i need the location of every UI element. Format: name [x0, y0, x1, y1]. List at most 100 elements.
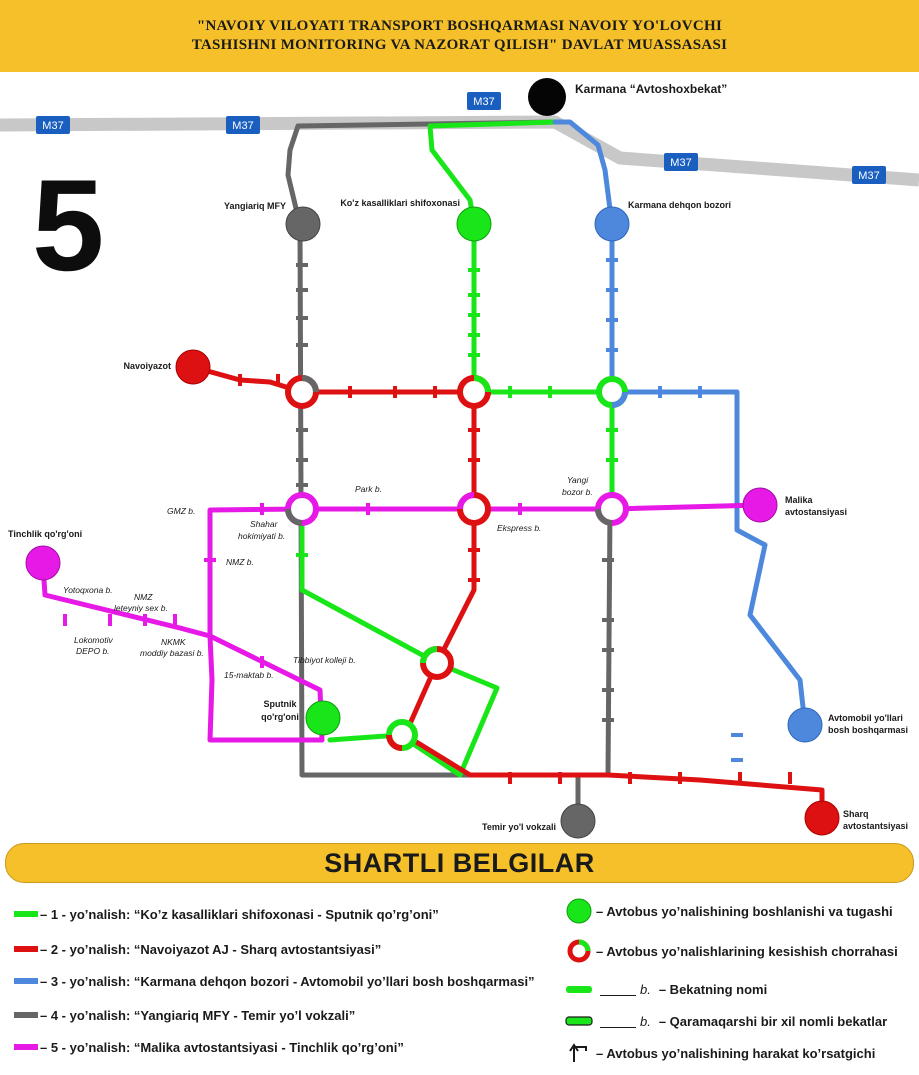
terminal-avtomobil — [787, 707, 823, 743]
stop-tick — [788, 772, 792, 784]
legend-route-4-text: – 4 - yo’nalish: “Yangiariq MFY - Temir … — [40, 1007, 356, 1023]
stop-tick — [468, 548, 480, 552]
route-4-line — [285, 123, 611, 778]
stop-label-yangi-bozor-2: bozor b. — [562, 487, 593, 497]
label-malika-1: Malika — [785, 495, 814, 505]
terminal-karmana-avtoshoxbekat — [528, 78, 566, 116]
svg-text:M37: M37 — [858, 170, 879, 182]
legend-route-4: – 4 - yo’nalish: “Yangiariq MFY - Temir … — [14, 1005, 355, 1025]
stop-tick — [468, 353, 480, 357]
stop-tick — [63, 614, 67, 626]
stop-tick — [468, 458, 480, 462]
stop-labels: Park b. Yangi bozor b. GMZ b. Shahar hok… — [63, 475, 593, 680]
legend-banner: SHARTLI BELGILAR — [5, 843, 914, 883]
stop-tick — [468, 333, 480, 337]
legend-arrow-text: – Avtobus yo’nalishining harakat ko’rsat… — [596, 1045, 876, 1061]
roads — [0, 115, 919, 187]
legend-swatch-blue — [14, 978, 38, 984]
crossings — [285, 375, 629, 751]
stop-tick — [606, 318, 618, 322]
stop-tick — [296, 343, 308, 347]
stop-tick — [173, 614, 177, 626]
terminal-tinchlik — [25, 545, 61, 581]
stop-label-park: Park b. — [355, 484, 382, 494]
stop-tick — [731, 758, 743, 762]
m37-road — [0, 115, 919, 187]
stop-label-nmz-leteyniy-2: leteyniy sex b. — [114, 603, 168, 613]
legend-route-1: – 1 - yo’nalish: “Ko’z kasalliklari shif… — [14, 904, 439, 924]
road-badges: M37 M37 M37 M37 M37 — [36, 92, 886, 184]
terminal-karmana-dehqon — [594, 206, 630, 242]
stop-tick — [260, 656, 264, 668]
opposite-stop-icon — [562, 1014, 596, 1028]
label-sharq-1: Sharq — [843, 809, 869, 819]
stop-label-ekspress: Ekspress b. — [497, 523, 541, 533]
stop-label-yangi-bozor-1: Yangi — [567, 475, 589, 485]
stop-tick — [348, 386, 352, 398]
label-avtomobil-1: Avtomobil yo'llari — [828, 713, 903, 723]
stop-label-maktab: 15-maktab b. — [224, 670, 274, 680]
header-title-line-2: TASHISHNI MONITORING VA NAZORAT QILISH" … — [191, 37, 728, 53]
stop-tick — [678, 772, 682, 784]
stop-tick — [143, 614, 147, 626]
stop-tick — [433, 386, 437, 398]
direction-arrow-icon — [562, 1042, 596, 1064]
header-title-line-1: "NAVOIY VILOYATI TRANSPORT BOSHQARMASI N… — [196, 18, 723, 34]
stop-tick — [606, 348, 618, 352]
legend-route-1-text: – 1 - yo’nalish: “Ko’z kasalliklari shif… — [40, 906, 439, 922]
stop-name-blank — [600, 983, 636, 996]
crossing-symbol-icon — [562, 938, 596, 964]
m37-badge: M37 — [467, 92, 501, 110]
legend-arrow: – Avtobus yo’nalishining harakat ko’rsat… — [562, 1040, 875, 1066]
label-temir: Temir yo'l vokzali — [482, 822, 556, 832]
stop-tick — [602, 648, 614, 652]
stop-tick — [606, 288, 618, 292]
label-karmana-avtoshoxbekat: Karmana “Avtoshoxbekat” — [575, 82, 727, 96]
stop-label-tibbiyot: Tibbiyot kolleji b. — [293, 655, 356, 665]
terminal-kozkasalliklari — [456, 206, 492, 242]
legend-route-3-text: – 3 - yo’nalish: “Karmana dehqon bozori … — [40, 973, 535, 989]
route-2-line — [190, 364, 825, 821]
stop-tick — [606, 258, 618, 262]
legend-crossing-text: – Avtobus yo’nalishlarining kesishish ch… — [596, 943, 898, 959]
opposite-suffix: b. — [640, 1013, 651, 1029]
stop-label-lokomotiv-2: DEPO b. — [76, 646, 110, 656]
stop-tick — [204, 558, 216, 562]
label-avtomobil-2: bosh boshqarmasi — [828, 725, 908, 735]
legend-title: SHARTLI BELGILAR — [324, 847, 595, 878]
m37-badge: M37 — [36, 116, 70, 134]
stop-tick — [628, 772, 632, 784]
legend-route-5-text: – 5 - yo’nalish: “Malika avtostantsiyasi… — [40, 1039, 404, 1055]
stop-label-shahar-2: hokimiyati b. — [238, 531, 285, 541]
stop-tick — [518, 503, 522, 515]
svg-text:M37: M37 — [473, 96, 494, 108]
stop-tick — [602, 558, 614, 562]
stop-tick — [558, 772, 562, 784]
stop-tick — [468, 313, 480, 317]
terminal-temir — [560, 803, 596, 839]
label-sputnik-1: Sputnik — [264, 699, 298, 709]
legend-route-5: – 5 - yo’nalish: “Malika avtostantsiyasi… — [14, 1037, 404, 1057]
stop-tick — [260, 503, 264, 515]
stop-tick — [296, 428, 308, 432]
legend-stop-text: – Bekatning nomi — [658, 981, 768, 997]
stop-tick — [606, 428, 618, 432]
terminal-labels: Karmana “Avtoshoxbekat” Yangiariq MFY Ko… — [8, 82, 908, 832]
svg-text:M37: M37 — [232, 120, 253, 132]
legend-terminal-text: – Avtobus yo’nalishining boshlanishi va … — [596, 903, 893, 919]
stop-tick — [602, 688, 614, 692]
m37-badge: M37 — [226, 116, 260, 134]
stop-label-yotoqxona: Yotoqxona b. — [63, 585, 113, 595]
stop-tick — [108, 614, 112, 626]
stop-tick — [393, 386, 397, 398]
legend-swatch-red — [14, 946, 38, 952]
svg-text:M37: M37 — [670, 157, 691, 169]
stop-tick — [658, 386, 662, 398]
stop-tick — [508, 386, 512, 398]
terminal-symbol-icon — [562, 898, 596, 924]
legend-route-3: – 3 - yo’nalish: “Karmana dehqon bozori … — [14, 971, 535, 991]
stop-tick — [468, 293, 480, 297]
stop-tick — [548, 386, 552, 398]
stop-tick — [366, 503, 370, 515]
legend-opposite: b. – Qaramaqarshi bir xil nomli bekatlar — [562, 1008, 887, 1034]
